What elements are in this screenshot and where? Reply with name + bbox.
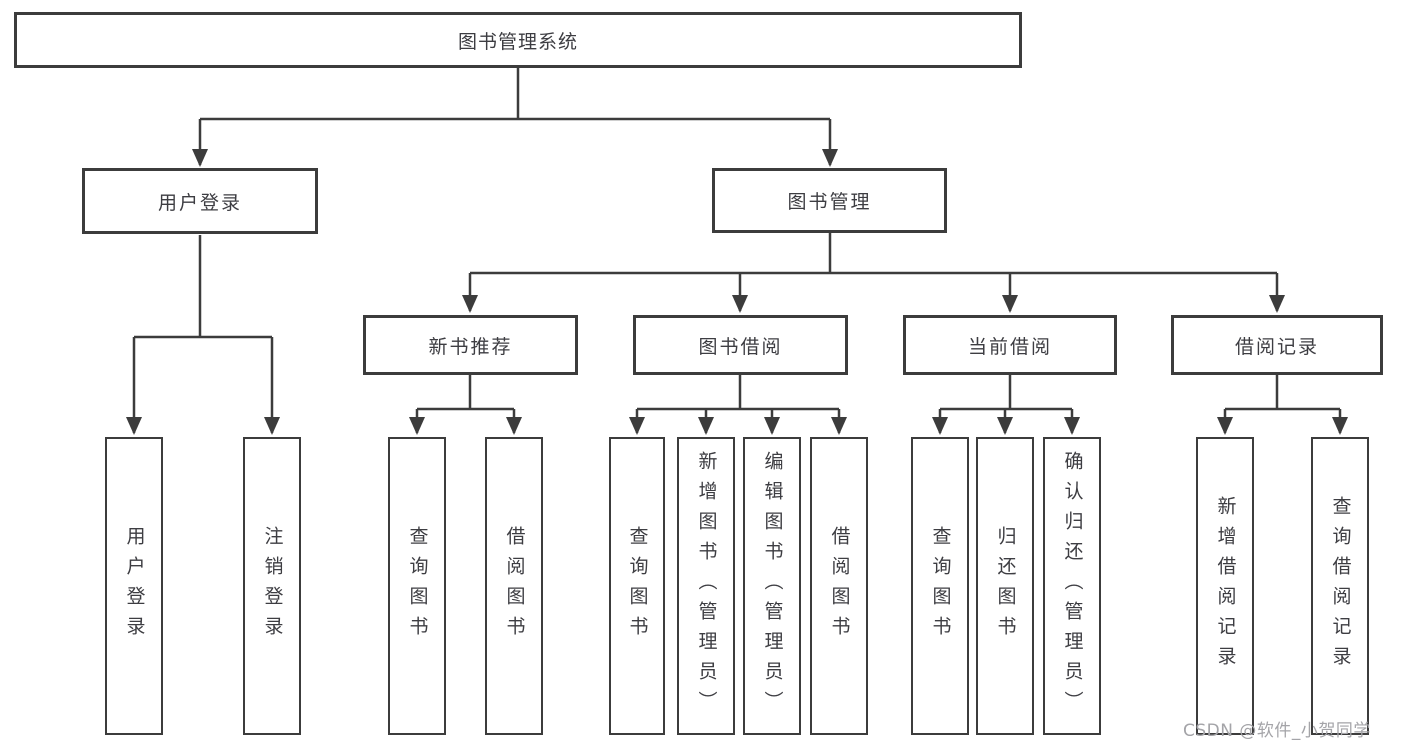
- node-label: 借阅记录: [1234, 335, 1319, 358]
- leaf-add-books-admin: 新增图书（管理员）: [677, 437, 735, 735]
- node-label: 图书借阅: [698, 335, 783, 358]
- leaf-label: 注销登录: [261, 526, 284, 646]
- leaf-label: 用户登录: [123, 526, 146, 646]
- watermark-csdn: CSDN @软件_小贺同学: [1183, 721, 1371, 741]
- leaf-borrowing-query-books: 查询图书: [609, 437, 665, 735]
- leaf-label: 编辑图书（管理员）: [761, 451, 784, 721]
- leaf-label: 新增借阅记录: [1214, 496, 1237, 676]
- node-label: 图书管理系统: [457, 30, 578, 53]
- node-book-management: 图书管理: [712, 168, 947, 233]
- leaf-confirm-return-admin: 确认归还（管理员）: [1043, 437, 1101, 735]
- leaf-current-query-books: 查询图书: [911, 437, 969, 735]
- leaf-borrowing-borrow-books: 借阅图书: [810, 437, 868, 735]
- node-book-borrowing: 图书借阅: [633, 315, 848, 375]
- node-current-borrowing: 当前借阅: [903, 315, 1117, 375]
- leaf-label: 确认归还（管理员）: [1061, 451, 1084, 721]
- node-new-book-recommendation: 新书推荐: [363, 315, 578, 375]
- leaf-recommend-query-books: 查询图书: [388, 437, 446, 735]
- leaf-recommend-borrow-books: 借阅图书: [485, 437, 543, 735]
- leaf-logout: 注销登录: [243, 437, 301, 735]
- leaf-add-borrow-record: 新增借阅记录: [1196, 437, 1254, 735]
- leaf-label: 查询图书: [929, 526, 952, 646]
- leaf-label: 新增图书（管理员）: [695, 451, 718, 721]
- leaf-return-books: 归还图书: [976, 437, 1034, 735]
- leaf-user-login: 用户登录: [105, 437, 163, 735]
- node-library-management-system: 图书管理系统: [14, 12, 1022, 68]
- node-label: 用户登录: [157, 191, 242, 214]
- node-user-login: 用户登录: [82, 168, 318, 234]
- node-borrowing-records: 借阅记录: [1171, 315, 1383, 375]
- node-label: 图书管理: [787, 191, 872, 213]
- leaf-label: 借阅图书: [828, 526, 851, 646]
- leaf-label: 借阅图书: [503, 526, 526, 646]
- leaf-label: 查询图书: [626, 526, 649, 646]
- leaf-query-borrow-record: 查询借阅记录: [1311, 437, 1369, 735]
- leaf-label: 查询借阅记录: [1329, 496, 1352, 676]
- node-label: 当前借阅: [967, 335, 1052, 358]
- node-label: 新书推荐: [428, 335, 513, 358]
- leaf-edit-books-admin: 编辑图书（管理员）: [743, 437, 801, 735]
- leaf-label: 归还图书: [994, 526, 1017, 646]
- leaf-label: 查询图书: [406, 526, 429, 646]
